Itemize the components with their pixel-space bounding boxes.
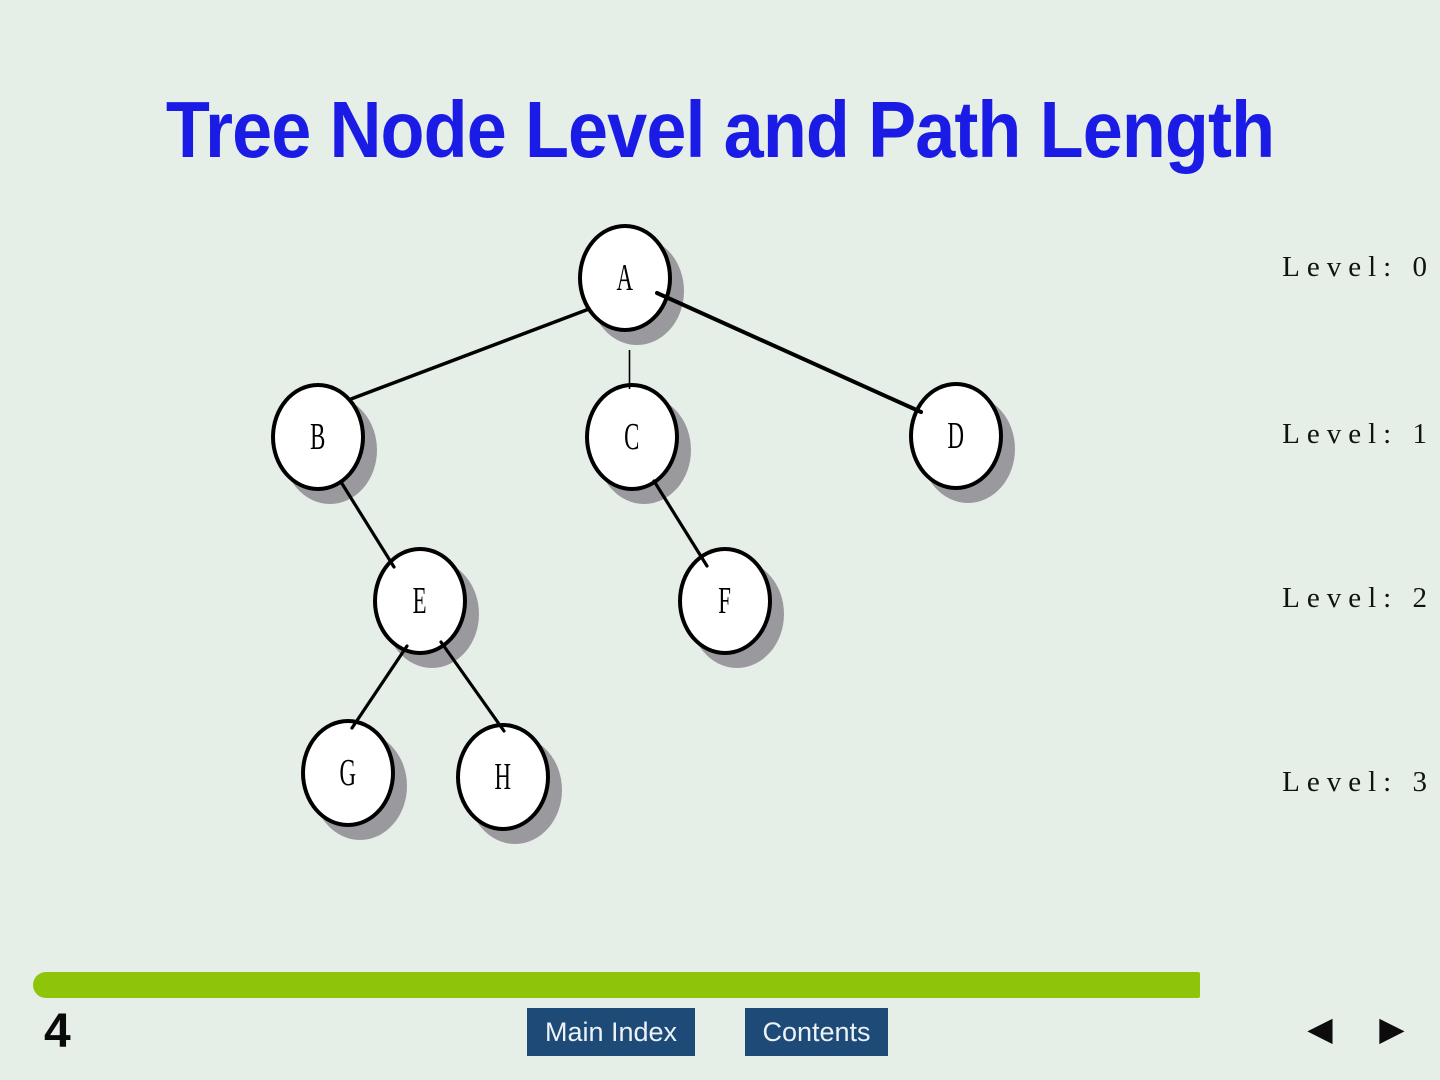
level-label-3: Level: 3 [1282, 766, 1434, 798]
prev-arrow-button[interactable]: ◀ [1298, 1004, 1342, 1052]
slide-title: Tree Node Level and Path Length [165, 85, 1275, 174]
level-label-0: Level: 0 [1282, 251, 1434, 283]
contents-button-label: Contents [762, 1016, 871, 1047]
tree-node-e-label: E [413, 580, 427, 622]
tree-node-c: C [585, 383, 679, 491]
page-number: 4 [44, 1005, 71, 1058]
edge-b-e [339, 480, 396, 569]
edge-a-b [349, 307, 591, 401]
tree-node-d: D [909, 382, 1003, 490]
contents-button[interactable]: Contents [745, 1008, 888, 1056]
tree-node-f-label: F [718, 580, 732, 622]
edge-c-f [652, 479, 709, 568]
tree-node-h: H [456, 723, 550, 831]
level-label-1: Level: 1 [1282, 418, 1434, 450]
edge-e-h [439, 640, 506, 733]
level-label-2: Level: 2 [1282, 582, 1434, 614]
tree-node-e: E [373, 547, 467, 655]
next-arrow-button[interactable]: ▶ [1370, 1004, 1414, 1052]
progress-bar [33, 972, 1200, 998]
tree-node-b: B [271, 383, 365, 491]
edge-a-d [655, 291, 923, 414]
tree-node-a: A [578, 224, 672, 332]
tree-node-b-label: B [310, 416, 326, 458]
tree-node-g: G [301, 719, 395, 827]
main-index-button-label: Main Index [544, 1016, 678, 1047]
main-index-button[interactable]: Main Index [527, 1008, 695, 1056]
tree-node-a-label: A [616, 257, 634, 299]
edge-e-g [350, 644, 409, 730]
tree-node-c-label: C [624, 416, 640, 458]
right-arrow-icon: ▶ [1379, 1008, 1405, 1048]
tree-node-h-label: H [494, 756, 512, 798]
left-arrow-icon: ◀ [1307, 1008, 1333, 1048]
tree-node-d-label: D [947, 415, 965, 457]
tree-node-f: F [678, 547, 772, 655]
tree-node-g-label: G [339, 752, 357, 794]
